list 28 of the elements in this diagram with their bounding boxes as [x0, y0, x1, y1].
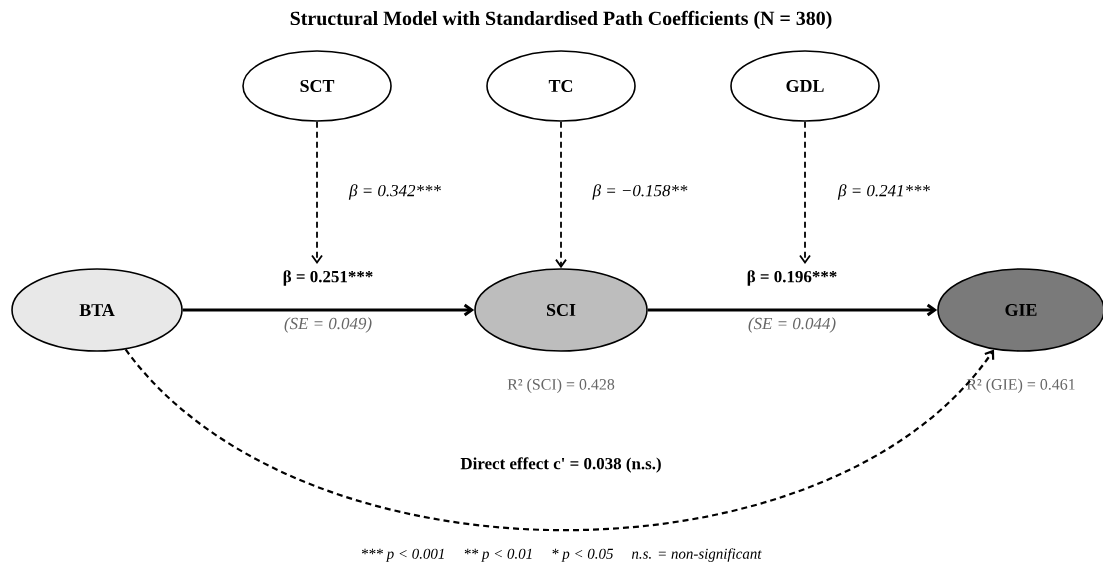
ellipse-node: SCT: [242, 50, 392, 122]
ellipse-node: TC: [486, 50, 636, 122]
arrow: [182, 303, 475, 317]
standard-error-label: (SE = 0.049): [284, 317, 372, 333]
ellipse-node: BTA: [11, 268, 183, 352]
label: ** p < 0.01: [464, 548, 532, 562]
edge-label: β = 0.241***: [837, 183, 931, 201]
arrow: [311, 120, 323, 264]
edge-label: β = 0.342***: [348, 183, 442, 201]
standard-error-label: (SE = 0.044): [748, 317, 836, 333]
edge-label: β = 0.251***: [281, 269, 375, 287]
ellipse-node: GIE: [937, 268, 1103, 352]
ellipse-node: GDL: [730, 50, 880, 122]
label: *** p < 0.001: [361, 548, 444, 562]
footnote: *** p < 0.001 ** p < 0.01 * p < 0.05 n.s. = non-significant: [362, 548, 762, 562]
edge-label: Direct effect c' = 0.038 (n.s.): [459, 456, 663, 474]
arrow: [555, 120, 567, 269]
arrow: [799, 120, 811, 264]
label: * p < 0.05: [552, 548, 614, 562]
arrow: [124, 348, 995, 532]
arrow: [647, 303, 938, 317]
r-squared-label: R² (GIE) = 0.461: [966, 378, 1075, 393]
label: n.s. = non-significant: [631, 548, 762, 562]
ellipse-node: SCI: [474, 268, 648, 352]
r-squared-label: R² (SCI) = 0.428: [507, 378, 615, 393]
edge-label: β = 0.196***: [745, 269, 839, 287]
title: Structural Model with Standardised Path Coefficients (N = 380): [290, 10, 832, 30]
edge-label: β = −0.158**: [591, 183, 689, 201]
